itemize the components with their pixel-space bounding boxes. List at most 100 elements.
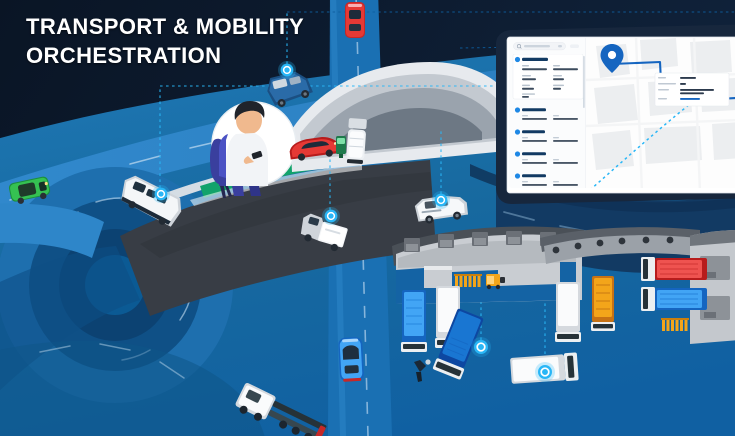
tracking-marker[interactable] xyxy=(432,191,450,209)
dock-bumpers xyxy=(552,236,674,254)
orange-trailer-dock[interactable] xyxy=(591,276,615,331)
status-dot xyxy=(514,173,521,179)
list-item[interactable] xyxy=(514,129,578,142)
tooltip-value xyxy=(680,92,704,95)
tooltip-label xyxy=(658,83,676,85)
field-label xyxy=(522,137,528,139)
tooltip-label xyxy=(658,89,669,91)
field-value xyxy=(553,87,561,90)
field-label xyxy=(522,159,528,161)
field-label xyxy=(522,93,535,95)
status-dot xyxy=(514,151,521,157)
field-label xyxy=(522,84,530,87)
dashboard-list[interactable] xyxy=(509,54,585,190)
field-label xyxy=(553,115,559,117)
field-value xyxy=(553,184,578,186)
map-route-planned xyxy=(591,103,691,188)
dark-blue-van[interactable] xyxy=(264,69,314,110)
pallet-row xyxy=(454,274,482,287)
search-placeholder-text xyxy=(524,45,550,48)
field-value xyxy=(522,78,536,81)
field-label xyxy=(553,137,559,139)
white-trailer-dock-2[interactable] xyxy=(555,282,581,342)
field-value xyxy=(522,140,547,142)
tooltip-value xyxy=(680,83,686,85)
list-item[interactable] xyxy=(514,107,578,120)
white-box-truck[interactable] xyxy=(297,212,349,253)
road-left-arm xyxy=(0,203,104,258)
field-label xyxy=(553,181,559,183)
white-delivery-van[interactable] xyxy=(414,194,469,225)
field-label xyxy=(553,159,559,161)
tooltip-value xyxy=(680,77,696,79)
list-item-id xyxy=(522,130,545,134)
dashboard-toolbar[interactable] xyxy=(513,42,583,51)
field-label xyxy=(553,65,560,67)
ev-charging-station[interactable] xyxy=(336,136,346,158)
field-label xyxy=(522,75,531,77)
blue-trailer-dock[interactable] xyxy=(401,290,427,352)
field-value xyxy=(553,68,578,71)
list-item[interactable] xyxy=(512,54,584,100)
tooltip-label xyxy=(658,98,667,100)
field-value xyxy=(522,184,547,186)
tunnel-overpass xyxy=(290,62,516,172)
field-label xyxy=(522,181,528,183)
red-trailer-yard[interactable] xyxy=(641,257,707,281)
filter-button[interactable] xyxy=(570,44,579,48)
field-value xyxy=(553,140,578,142)
field-value xyxy=(553,118,578,120)
tracking-marker[interactable] xyxy=(322,207,340,225)
filter-label-text xyxy=(558,45,562,48)
map-origin-pin[interactable] xyxy=(600,44,624,73)
screen-outline xyxy=(506,36,735,194)
field-value xyxy=(553,162,578,164)
field-label xyxy=(553,84,564,87)
asphalt-lot-shade xyxy=(140,172,432,258)
red-sedan-highway[interactable] xyxy=(345,2,365,38)
field-value xyxy=(553,78,564,81)
dashboard-map[interactable] xyxy=(586,37,735,193)
right-warehouse-building xyxy=(690,230,735,344)
field-value xyxy=(522,96,529,98)
list-item[interactable] xyxy=(514,151,578,164)
forklift[interactable] xyxy=(486,274,505,290)
list-item-id xyxy=(522,108,546,112)
white-tanker-truck[interactable] xyxy=(346,118,367,164)
white-coach-bus[interactable] xyxy=(115,173,188,230)
road-lower-curve-dashes xyxy=(39,343,185,379)
tooltip-value xyxy=(680,89,714,91)
white-car-carrier[interactable] xyxy=(233,382,329,436)
status-dot xyxy=(514,56,521,63)
search-icon-handle xyxy=(519,47,522,49)
magnifier-person-with-phone xyxy=(210,101,297,196)
search-icon xyxy=(516,44,522,49)
field-label xyxy=(553,75,562,77)
blue-trailer-yard[interactable] xyxy=(641,287,707,311)
status-dot xyxy=(514,107,521,113)
blue-sedan-highway[interactable] xyxy=(338,337,364,382)
map-blocks xyxy=(592,38,735,170)
status-dot xyxy=(514,129,521,135)
worker-near-dock xyxy=(414,359,431,382)
field-value xyxy=(522,162,547,164)
list-scrollbar[interactable] xyxy=(583,56,585,108)
list-item-id xyxy=(522,152,546,156)
red-car-showroom[interactable] xyxy=(288,135,341,162)
field-value xyxy=(522,68,547,71)
green-hatchback[interactable] xyxy=(8,176,52,206)
tracking-marker[interactable] xyxy=(152,185,170,203)
field-label xyxy=(522,115,528,117)
blue-semi-trailer[interactable] xyxy=(432,308,485,380)
tooltip-label xyxy=(658,77,666,79)
pallet-row-right xyxy=(661,318,689,331)
tracking-marker[interactable] xyxy=(278,61,296,79)
list-item[interactable] xyxy=(514,173,578,186)
field-label xyxy=(522,65,529,67)
tracking-marker[interactable] xyxy=(535,362,555,382)
field-value xyxy=(522,87,534,90)
loading-dock-row xyxy=(540,227,700,264)
tracking-marker[interactable] xyxy=(471,337,491,357)
